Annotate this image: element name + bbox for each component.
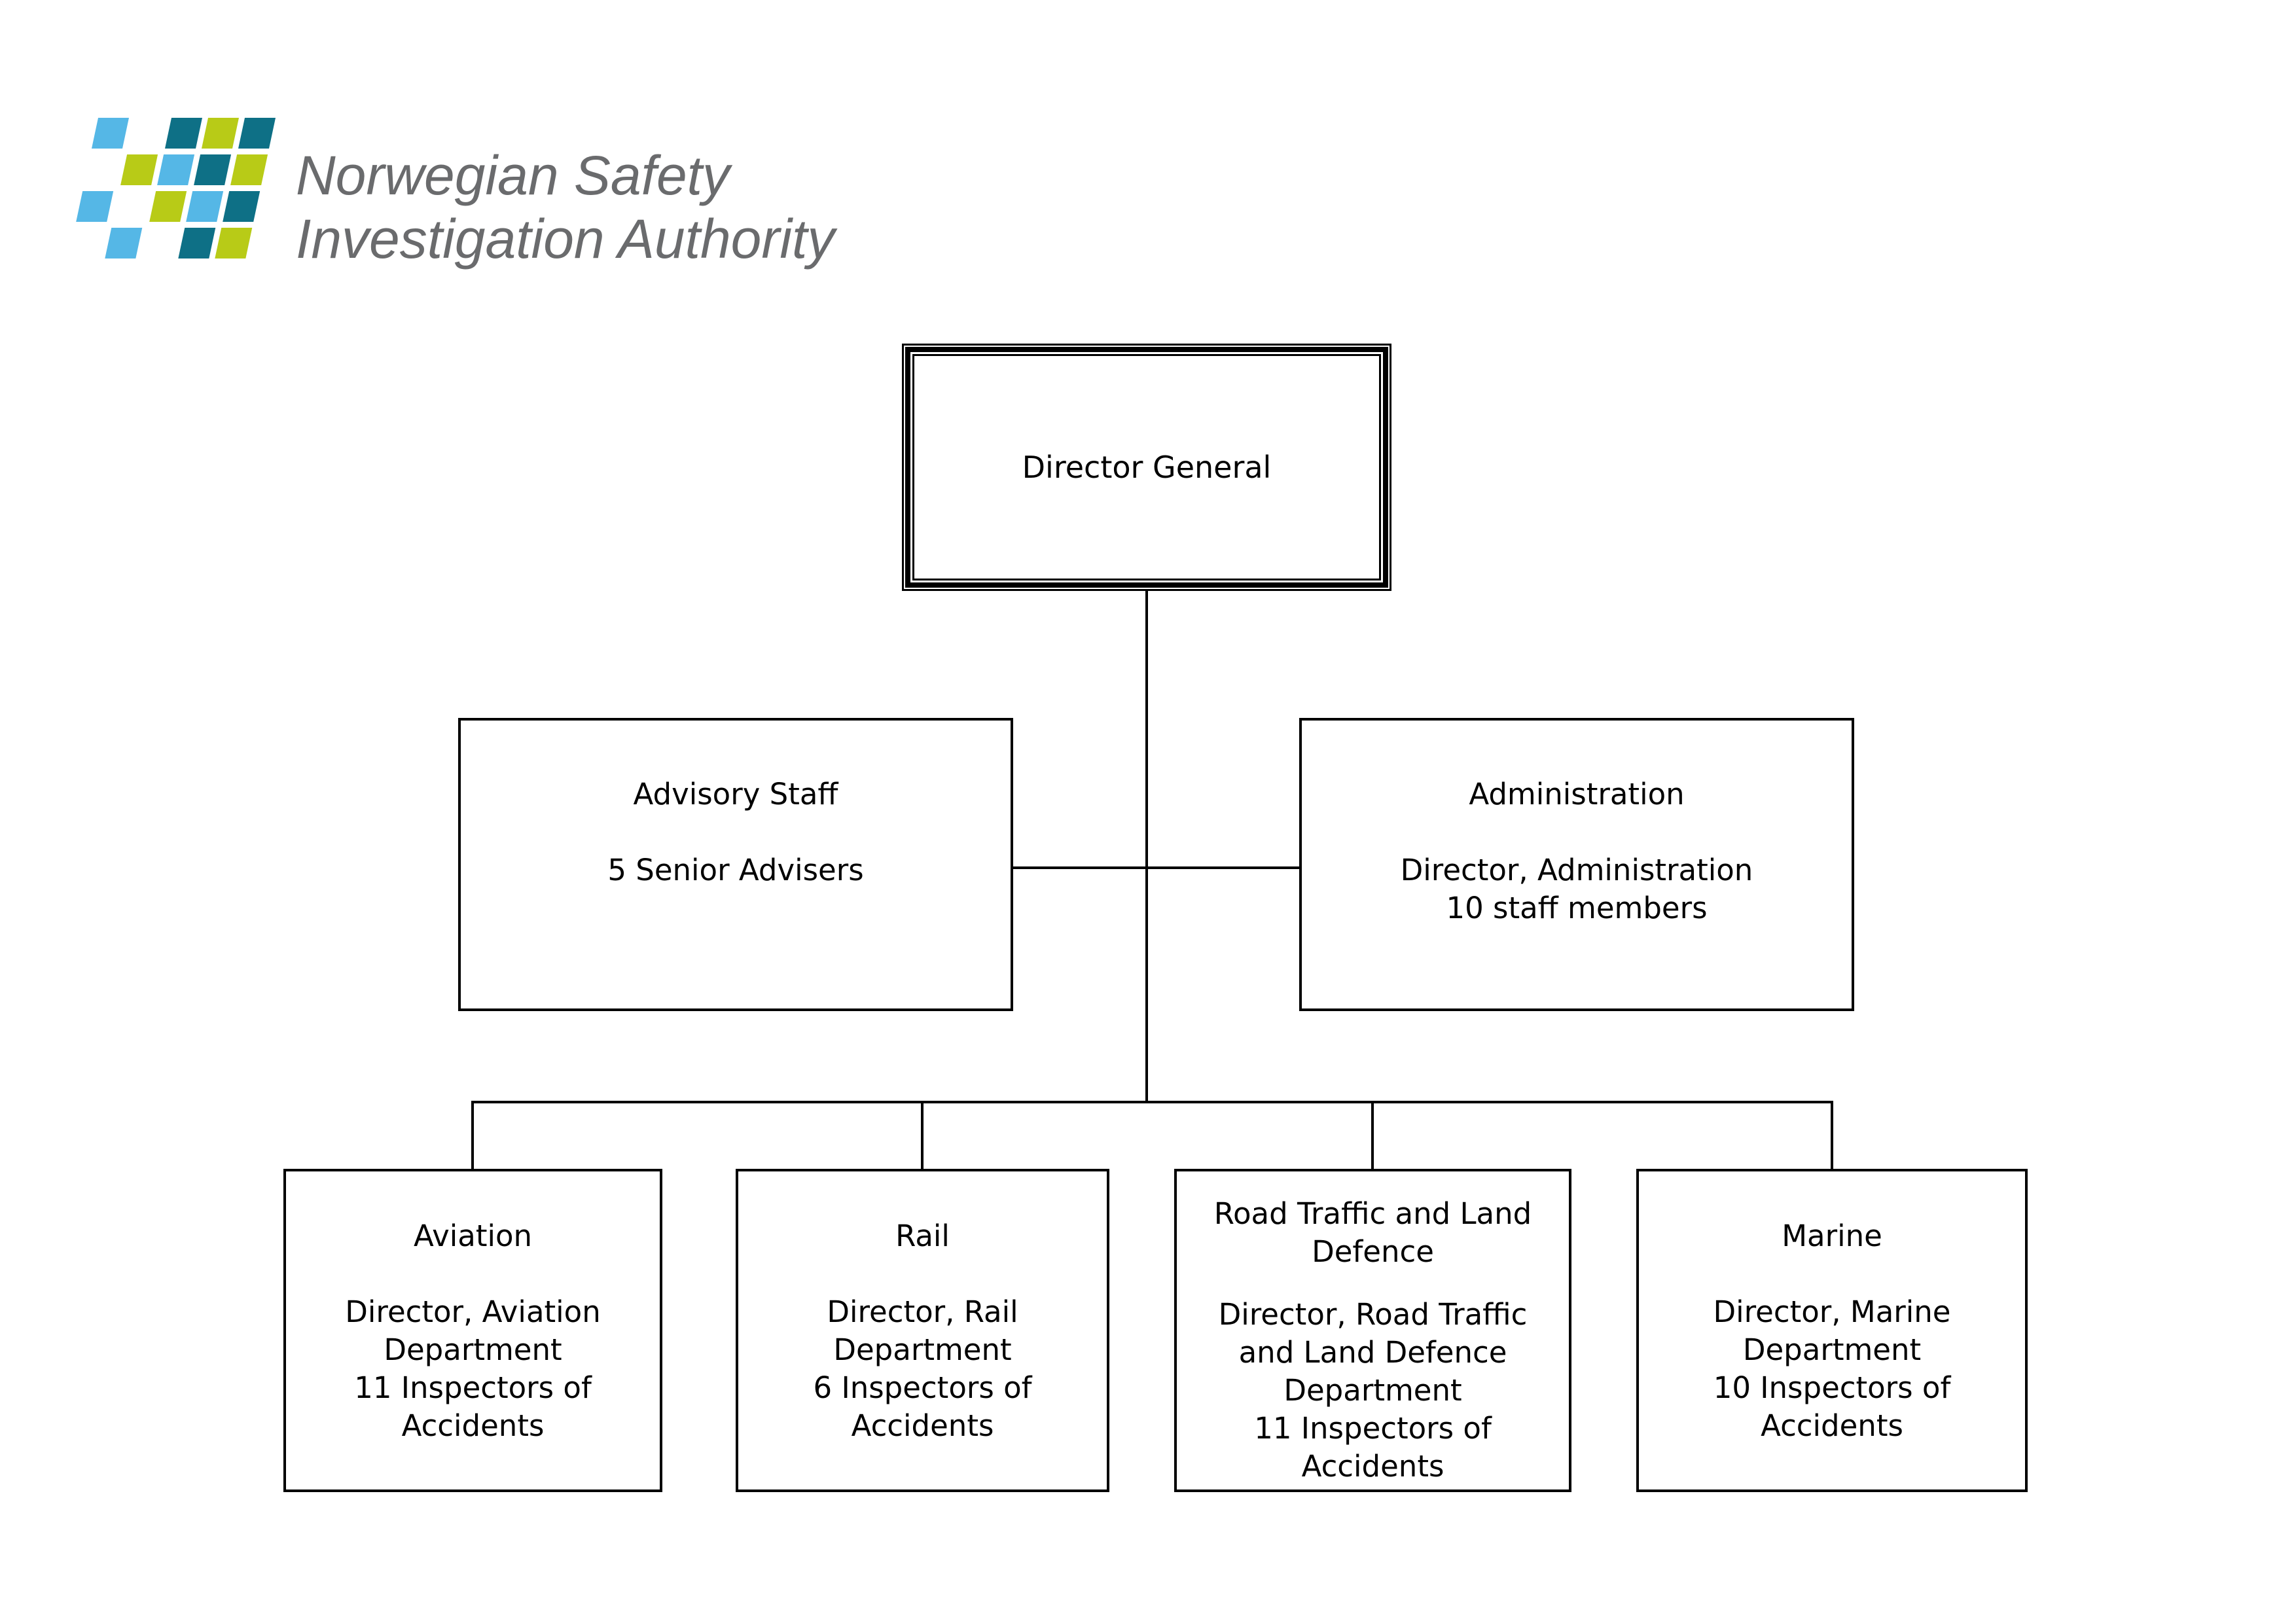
aviation-department-box: Aviation Director, Aviation Department 1…	[283, 1169, 662, 1492]
road-traffic-title-line: Road Traffic and Land	[1213, 1196, 1532, 1231]
logo-square-teal	[178, 228, 216, 259]
logo-square-teal	[194, 154, 232, 185]
aviation-body-line: Director, Aviation	[345, 1294, 601, 1329]
logo-square-green	[202, 118, 239, 149]
connector-drop-road-traffic	[1371, 1101, 1374, 1169]
logo-square-green	[120, 154, 158, 185]
connector-drop-aviation	[471, 1101, 474, 1169]
marine-department-box: Marine Director, Marine Department 10 In…	[1636, 1169, 2028, 1492]
road-traffic-body-line: Department	[1283, 1373, 1462, 1408]
marine-title: Marine	[1782, 1219, 1882, 1253]
administration-title: Administration	[1469, 777, 1685, 812]
logo-square-teal	[165, 118, 202, 149]
logo-square-green	[230, 154, 268, 185]
road-traffic-body-line: Accidents	[1301, 1449, 1444, 1484]
rail-title: Rail	[895, 1219, 950, 1253]
connector-drop-marine	[1831, 1101, 1833, 1169]
logo-square-blue	[76, 191, 114, 222]
logo-text-line2: Investigation Authority	[296, 208, 835, 270]
connector-advisory-administration	[1013, 866, 1299, 869]
marine-body-line: Director, Marine	[1713, 1294, 1951, 1329]
rail-body-line: Director, Rail	[827, 1294, 1018, 1329]
connector-root-vertical	[1145, 591, 1148, 1103]
logo-square-green	[149, 191, 187, 222]
marine-body-line: 10 Inspectors of	[1713, 1370, 1951, 1405]
administration-body-line: 10 staff members	[1446, 891, 1708, 925]
road-traffic-body-line: 11 Inspectors of	[1254, 1411, 1492, 1446]
aviation-title: Aviation	[413, 1219, 533, 1253]
director-general-box: Director General	[902, 344, 1391, 591]
advisory-staff-title: Advisory Staff	[633, 777, 838, 812]
logo-square-teal	[223, 191, 260, 222]
aviation-body-line: Accidents	[401, 1408, 545, 1443]
aviation-body-line: Department	[384, 1332, 562, 1367]
road-traffic-body-line: Director, Road Traffic	[1218, 1297, 1528, 1332]
logo-square-blue	[105, 228, 143, 259]
road-traffic-body-line: and Land Defence	[1238, 1335, 1507, 1370]
road-traffic-department-box: Road Traffic and Land Defence Director, …	[1174, 1169, 1571, 1492]
rail-body-line: 6 Inspectors of	[813, 1370, 1032, 1405]
nsia-logo-text: Norwegian Safety Investigation Authority	[296, 144, 834, 271]
rail-department-box: Rail Director, Rail Department 6 Inspect…	[736, 1169, 1109, 1492]
director-general-title: Director General	[1022, 450, 1272, 485]
logo-square-teal	[238, 118, 276, 149]
administration-box: Administration Director, Administration …	[1299, 718, 1854, 1011]
logo-square-green	[215, 228, 253, 259]
rail-body-line: Department	[833, 1332, 1012, 1367]
director-general-box-frame: Director General	[905, 347, 1388, 588]
advisory-staff-box: Advisory Staff 5 Senior Advisers	[458, 718, 1013, 1011]
advisory-staff-body-line: 5 Senior Advisers	[607, 853, 864, 887]
logo-square-blue	[186, 191, 224, 222]
logo-square-blue	[92, 118, 129, 149]
nsia-logo-mark	[66, 118, 301, 268]
aviation-body-line: 11 Inspectors of	[354, 1370, 592, 1405]
director-general-box-inner: Director General	[912, 354, 1381, 580]
logo-square-blue	[157, 154, 195, 185]
logo-text-line1: Norwegian Safety	[296, 145, 730, 206]
connector-drop-rail	[921, 1101, 924, 1169]
connector-departments-bus	[471, 1101, 1833, 1103]
marine-body-line: Department	[1742, 1332, 1922, 1367]
road-traffic-title-line: Defence	[1312, 1234, 1434, 1269]
rail-body-line: Accidents	[851, 1408, 994, 1443]
administration-body-line: Director, Administration	[1400, 853, 1753, 887]
marine-body-line: Accidents	[1761, 1408, 1903, 1443]
